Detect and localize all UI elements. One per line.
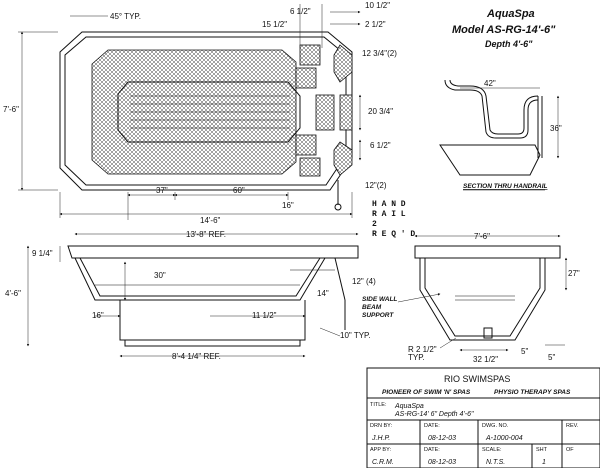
dim-36: 36" (550, 124, 562, 133)
dim-10-typ: 10" TYP. (340, 331, 371, 340)
tb-date2-val: 08-12-03 (428, 459, 456, 466)
tb-title-label: TITLE: (370, 402, 387, 408)
dim-overall-length: 14'-6" (200, 216, 221, 225)
tb-of-label: OF (566, 447, 574, 453)
dim-10-half: 10 1/2" (365, 1, 390, 10)
dim-6-half: 6 1/2" (290, 7, 311, 16)
beam-note: SIDE WALL BEAM SUPPORT (362, 296, 397, 319)
dim-12-3-4: 12 3/4"(2) (362, 49, 397, 58)
dim-radius: R 2 1/2" (408, 345, 437, 354)
tb-drn-label: DRN BY: (370, 423, 392, 429)
dim-42: 42" (484, 79, 496, 88)
dim-37: 37" (156, 186, 168, 195)
tb-scale-val: N.T.S. (486, 459, 505, 466)
plan-view: H A N D R A I L 2 R E Q ' D 7'-6" 45° TY… (3, 1, 415, 239)
plan-seat (315, 94, 335, 131)
tb-drn-val: J.H.P. (371, 435, 390, 442)
dim-12-2: 12"(2) (365, 181, 387, 190)
title-model: Model AS-RG-14'-6" (452, 24, 556, 36)
tb-tagline-left: PIONEER OF SWIM 'N' SPAS (382, 389, 471, 396)
dim-20-3-4: 20 3/4" (368, 107, 393, 116)
tb-app-val: C.R.M. (372, 459, 394, 466)
tb-scale-label: SCALE: (482, 447, 502, 453)
svg-text:BEAM: BEAM (362, 304, 382, 311)
dim-depth: 4'-6" (5, 289, 21, 298)
plan-seat (299, 157, 321, 177)
svg-text:R A I L: R A I L (372, 210, 406, 219)
plan-pocket (333, 44, 353, 83)
side-rim (67, 245, 359, 259)
dim-end-width: 7'-6" (474, 232, 490, 241)
title-block: RIO SWIMSPAS PIONEER OF SWIM 'N' SPAS PH… (366, 367, 600, 468)
tb-rev-label: REV. (566, 423, 579, 429)
dim-16-side: 16" (92, 311, 104, 320)
dim-radius-typ: TYP. (408, 353, 425, 362)
tb-dwg-label: DWG. NO. (482, 423, 509, 429)
end-drain (483, 327, 493, 339)
dim-60: 60" (233, 186, 245, 195)
tb-company: RIO SWIMSPAS (444, 374, 510, 384)
handrail-note: H A N D R A I L 2 R E Q ' D (372, 200, 415, 239)
dim-ref-top: 13'-8" REF. (186, 230, 226, 239)
section-handrail: 42" 36" SECTION THRU HANDRAIL (439, 79, 562, 191)
svg-text:2: 2 (372, 220, 377, 229)
plan-seat (295, 134, 317, 156)
tb-tagline-right: PHYSIO THERAPY SPAS (494, 389, 571, 396)
dim-overall-width: 7'-6" (3, 105, 19, 114)
tb-date-label: DATE: (424, 423, 440, 429)
tb-title-line1: AquaSpa (394, 403, 424, 410)
svg-text:R E Q ' D: R E Q ' D (372, 230, 415, 239)
dim-32-half: 32 1/2" (473, 355, 498, 364)
plan-seat (295, 67, 317, 89)
dim-11-half: 11 1/2" (252, 311, 277, 320)
svg-text:SUPPORT: SUPPORT (362, 312, 394, 319)
dim-ref-bottom: 8'-4 1/4" REF. (172, 352, 221, 361)
dim-corner-note: 45° TYP. (110, 12, 141, 21)
end-rim (414, 245, 561, 259)
title-name: AquaSpa (486, 8, 535, 20)
dim-15-half: 15 1/2" (262, 20, 287, 29)
tb-date-val: 08-12-03 (428, 435, 456, 442)
dim-5a: 5" (521, 347, 528, 356)
plan-seat (299, 44, 321, 66)
side-elevation: 13'-8" REF. 8'-4 1/4" REF. 4'-6" 9 1/4" … (5, 230, 376, 361)
dim-14: 14" (317, 289, 329, 298)
section-label: SECTION THRU HANDRAIL (463, 183, 548, 190)
tb-sht-label: SHT (536, 447, 548, 453)
end-body (419, 258, 546, 341)
side-lower (119, 300, 306, 341)
dim-6-half-b: 6 1/2" (370, 141, 391, 150)
dim-2-half: 2 1/2" (365, 20, 386, 29)
dim-30: 30" (154, 271, 166, 280)
dim-9-1-4: 9 1/4" (32, 249, 53, 258)
drawing-title: AquaSpa Model AS-RG-14'-6" Depth 4'-6" (452, 8, 556, 49)
svg-text:H A N D: H A N D (372, 200, 406, 209)
handrail-symbol (334, 203, 342, 211)
plan-pocket (333, 141, 353, 176)
title-depth: Depth 4'-6" (485, 39, 533, 49)
handrail-deck (439, 144, 541, 176)
plan-outer-shell (59, 31, 353, 191)
tb-dwg-val: A-1000-004 (485, 435, 523, 442)
plan-inner-shell (64, 36, 347, 186)
dim-27: 27" (568, 269, 580, 278)
side-body (74, 257, 326, 301)
tb-date2-label: DATE: (424, 447, 440, 453)
handrail-tube (444, 79, 539, 139)
dim-12-4: 12" (4) (352, 277, 376, 286)
end-elevation: 7'-6" 27" SIDE WALL BEAM SUPPORT R 2 1/2… (362, 232, 580, 364)
plan-bench (117, 81, 301, 143)
tb-title-line2: AS-RG-14' 6" Depth 4'-6" (394, 411, 474, 418)
dim-5b: 5" (548, 353, 555, 362)
svg-text:SIDE WALL: SIDE WALL (362, 296, 397, 303)
plan-pocket (339, 94, 353, 131)
tb-sht-val: 1 (542, 459, 546, 466)
dim-16: 16" (282, 201, 294, 210)
tb-app-label: APP BY: (370, 447, 391, 453)
